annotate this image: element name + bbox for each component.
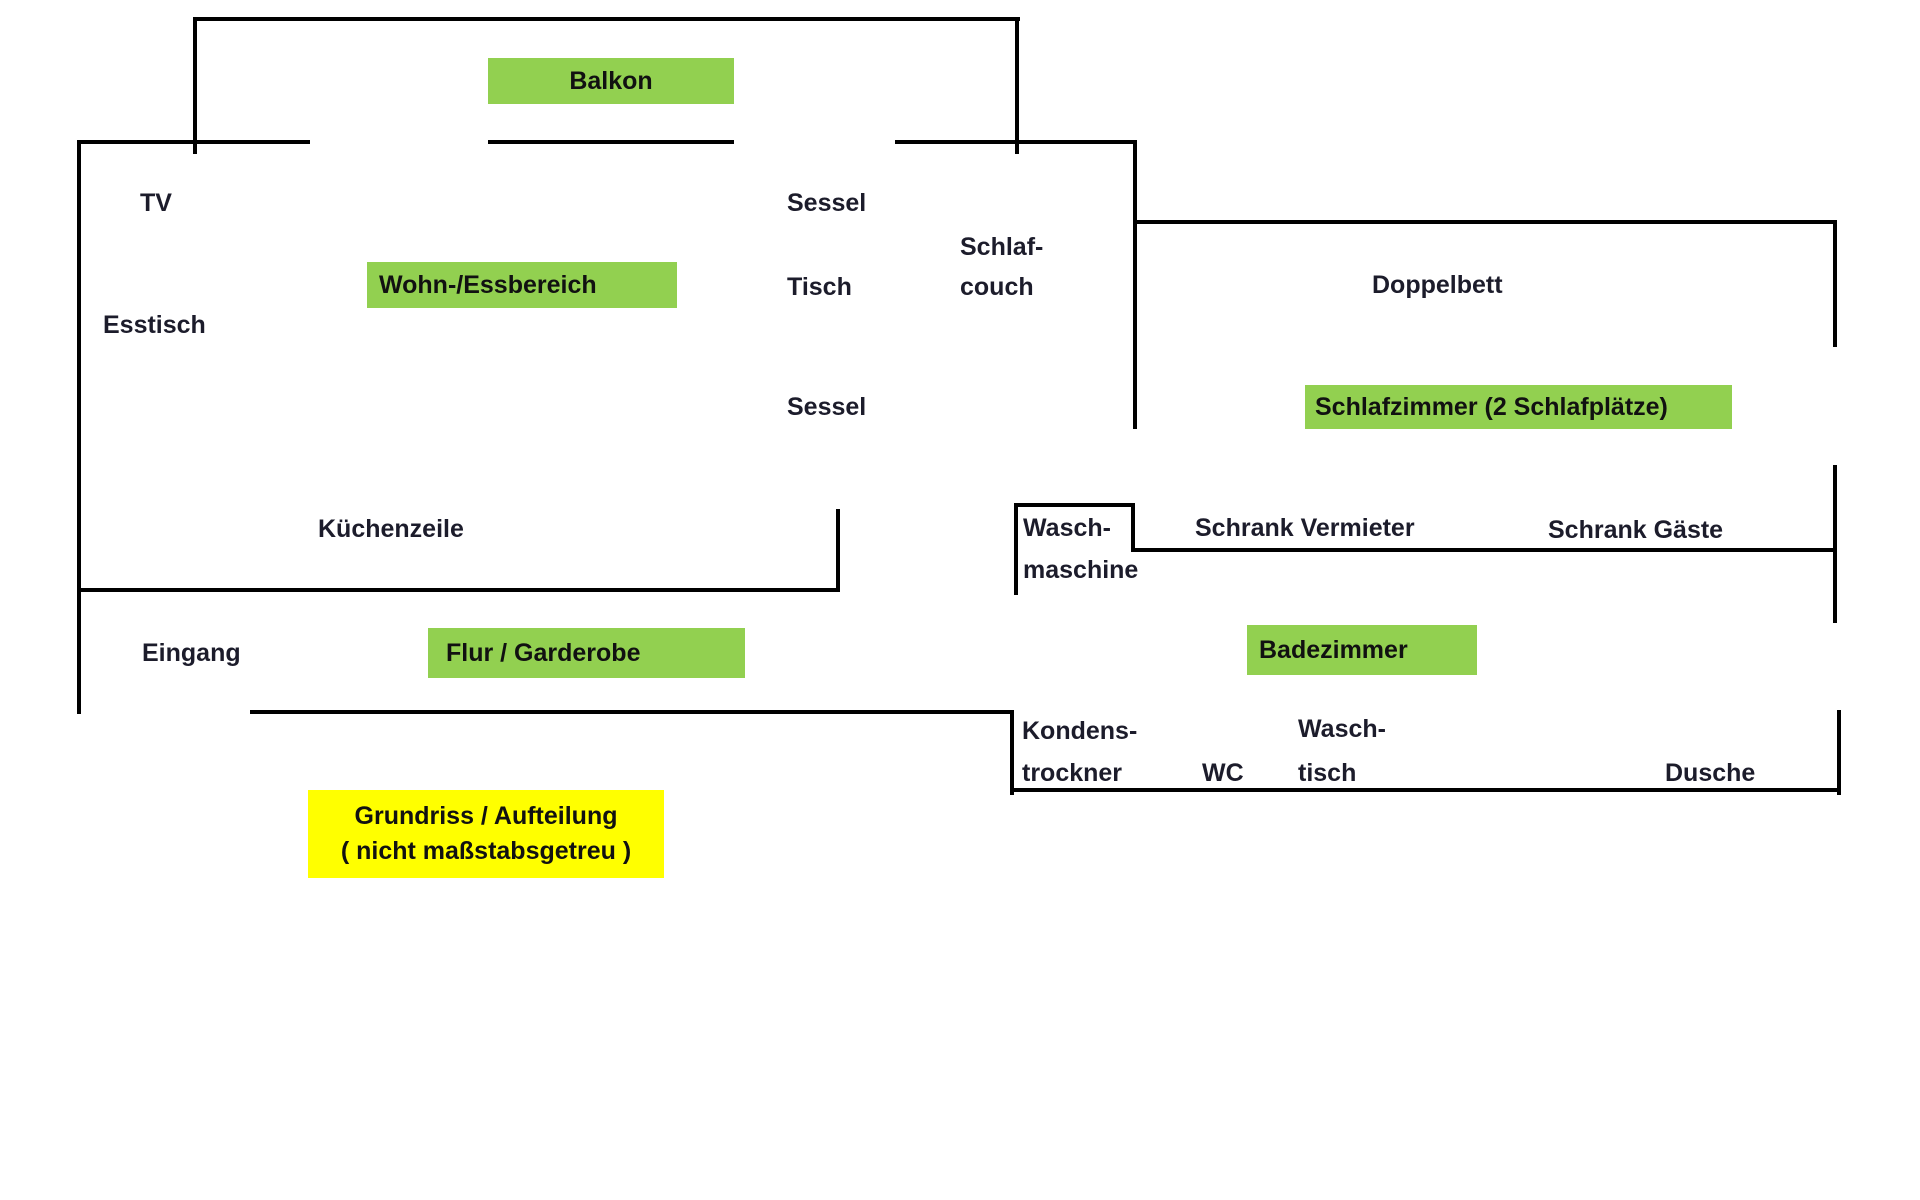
label-doppelbett: Doppelbett [1372, 271, 1503, 299]
label-sessel-bottom: Sessel [787, 393, 867, 421]
room-label-balkon-text: Balkon [569, 66, 653, 95]
room-label-wohn-essbereich: Wohn-/Essbereich [367, 262, 677, 308]
bathroom-bottom-wall [1010, 788, 1841, 792]
top-wall-segment-middle [488, 140, 734, 144]
label-waschtisch-line1: Wasch- [1298, 715, 1386, 743]
balcony-top-wall [193, 17, 1020, 21]
label-kondenstrockner-line1: Kondens- [1022, 717, 1138, 745]
schrank-wall [1133, 548, 1837, 552]
label-kondenstrockner-line2: trockner [1022, 759, 1123, 787]
kitchen-counter-wall [77, 588, 840, 592]
room-label-balkon: Balkon [488, 58, 734, 104]
waschmaschine-box-top [1014, 503, 1135, 507]
label-waschmaschine-line2: maschine [1023, 556, 1139, 584]
legend-box: Grundriss / Aufteilung ( nicht maßstabsg… [308, 790, 664, 878]
room-label-flur-garderobe-text: Flur / Garderobe [446, 638, 641, 667]
top-wall-segment-left [77, 140, 310, 144]
balcony-right-wall [1015, 17, 1019, 154]
bedroom-right-wall-upper [1833, 220, 1837, 347]
hallway-bottom-wall [250, 710, 1014, 714]
room-label-badezimmer: Badezimmer [1247, 625, 1477, 675]
label-sessel-top: Sessel [787, 189, 867, 217]
legend-line2: ( nicht maßstabsgetreu ) [340, 837, 632, 865]
label-tisch: Tisch [787, 273, 852, 301]
balcony-left-wall [193, 17, 197, 154]
label-kuechenzeile: Küchenzeile [318, 515, 464, 543]
label-waschmaschine-line1: Wasch- [1023, 514, 1111, 542]
kitchen-counter-riser [836, 509, 840, 592]
label-tv: TV [140, 189, 172, 217]
label-eingang: Eingang [142, 639, 241, 667]
waschmaschine-box-right [1131, 503, 1135, 552]
label-waschtisch-line2: tisch [1298, 759, 1357, 787]
label-schrank-gaeste: Schrank Gäste [1548, 516, 1724, 544]
room-label-flur-garderobe: Flur / Garderobe [428, 628, 745, 678]
label-schlafcouch-line1: Schlaf- [960, 233, 1044, 261]
waschmaschine-box-left [1014, 503, 1018, 595]
divider-wall [1133, 140, 1137, 429]
room-label-schlafzimmer-text: Schlafzimmer (2 Schlafplätze) [1315, 392, 1668, 421]
right-wall-lower [1833, 465, 1837, 623]
label-dusche: Dusche [1665, 759, 1756, 787]
legend-line1: Grundriss / Aufteilung [354, 802, 618, 830]
label-esstisch: Esstisch [103, 311, 206, 339]
room-label-badezimmer-text: Badezimmer [1259, 635, 1408, 664]
room-label-wohn-essbereich-text: Wohn-/Essbereich [379, 270, 597, 299]
label-schrank-vermieter: Schrank Vermieter [1195, 514, 1415, 542]
bathroom-right-wall [1837, 710, 1841, 795]
left-outer-wall [77, 140, 81, 714]
label-schlafcouch-line2: couch [960, 273, 1034, 301]
bathroom-left-wall [1010, 710, 1014, 795]
room-label-schlafzimmer: Schlafzimmer (2 Schlafplätze) [1305, 385, 1732, 429]
label-wc: WC [1202, 759, 1244, 787]
bedroom-top-wall [1133, 220, 1837, 224]
top-wall-segment-right [895, 140, 1137, 144]
